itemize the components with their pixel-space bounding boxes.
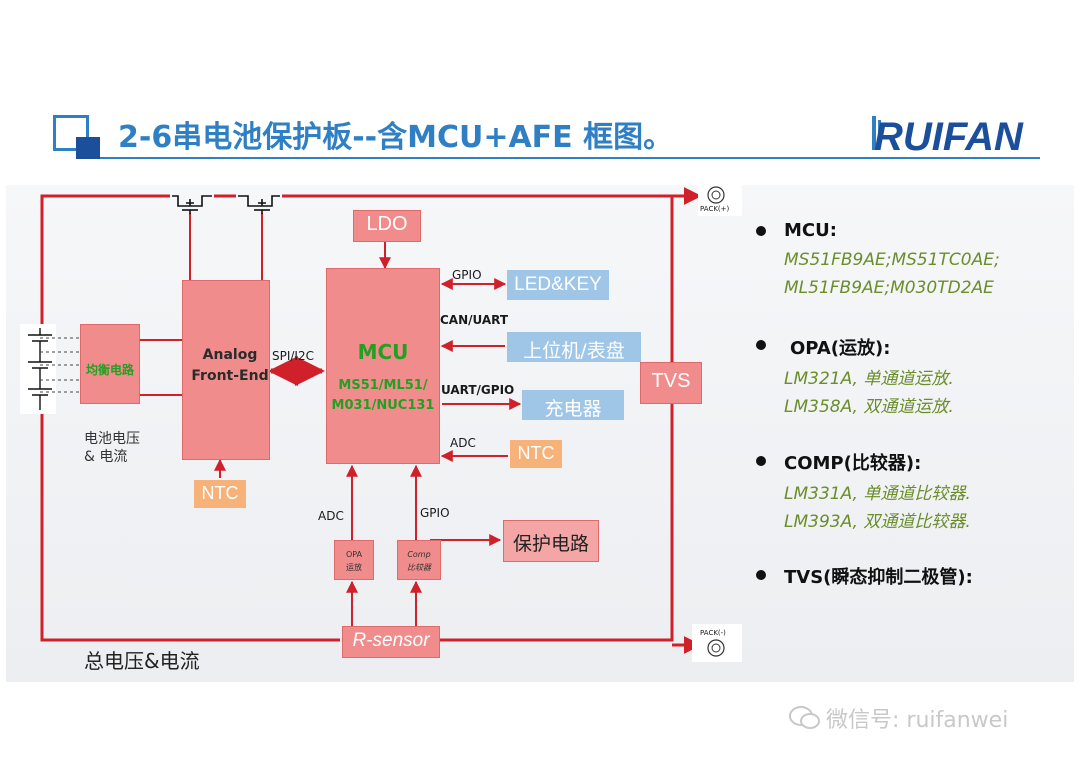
pack-neg-connector-icon xyxy=(692,624,742,662)
bullet-mcu-icon xyxy=(756,226,766,236)
rsensor-label: R-sensor xyxy=(352,630,430,651)
mosfet-2-icon xyxy=(238,195,280,214)
afe-label-line1: Analog xyxy=(202,347,258,363)
spec-opa-part-1: LM321A, 单通道运放. xyxy=(784,369,954,389)
pack-pos-label: PACK(+) xyxy=(700,205,730,213)
total-voltage-note: 总电压&电流 xyxy=(84,649,200,673)
tvs-label: TVS xyxy=(651,370,691,392)
led-key-label: LED&KEY xyxy=(514,274,602,295)
ntc-afe-box xyxy=(194,480,246,508)
opa-block xyxy=(334,540,374,580)
balance-circuit-label: 均衡电路 xyxy=(85,363,134,377)
wechat-watermark: 微信号: ruifanwei xyxy=(826,708,1009,733)
ruifan-logo: RUIFAN xyxy=(872,115,1024,156)
gpio-comp-label: GPIO xyxy=(420,506,450,520)
rsensor-block xyxy=(342,626,440,658)
can-uart-label: CAN/UART xyxy=(440,313,509,327)
host-box xyxy=(507,332,641,362)
cell-voltage-note-line1: 电池电压 xyxy=(84,431,140,447)
cell-voltage-note-line2: & 电流 xyxy=(84,449,128,465)
spec-comp-part-2: LM393A, 双通道比较器. xyxy=(784,512,971,532)
ntc-afe-label: NTC xyxy=(201,483,239,503)
spec-opa-part-2: LM358A, 双通道运放. xyxy=(784,397,954,417)
spec-opa-head: OPA(运放): xyxy=(790,338,891,359)
afe-label-line2: Front-End xyxy=(191,368,269,384)
battery-cells-icon xyxy=(20,324,56,414)
charger-box xyxy=(522,390,624,420)
led-key-box xyxy=(507,270,609,300)
charger-label: 充电器 xyxy=(544,398,602,420)
adc-ntc-label: ADC xyxy=(450,436,476,450)
mcu-models-line1: MS51/ML51/ xyxy=(338,378,428,393)
logo-text: RUIFAN xyxy=(874,115,1024,156)
tvs-block xyxy=(640,362,702,404)
adc-opa-label: ADC xyxy=(318,509,344,523)
mcu-models-line2: M031/NUC131 xyxy=(331,398,435,413)
spec-comp-head: COMP(比较器): xyxy=(784,453,922,474)
opa-label-line2: 运放 xyxy=(346,563,362,572)
mcu-block xyxy=(326,268,440,464)
spec-mcu-part-1: MS51FB9AE;MS51TC0AE; xyxy=(784,250,1000,270)
ntc-mcu-label: NTC xyxy=(517,443,555,463)
title-square-fill-icon xyxy=(76,137,100,159)
spec-tvs-head: TVS(瞬态抑制二极管): xyxy=(784,567,973,588)
bus-right xyxy=(440,196,674,642)
afe-block xyxy=(182,280,270,460)
comp-block xyxy=(397,540,441,580)
ldo-block xyxy=(353,210,421,242)
spec-mcu-part-2: ML51FB9AE;M030TD2AE xyxy=(784,278,994,298)
mosfet-1-icon xyxy=(172,195,212,214)
bullet-opa-icon xyxy=(756,340,766,350)
mcu-label: MCU xyxy=(357,340,409,364)
opa-label-line1: OPA xyxy=(345,550,363,559)
protect-circuit-box xyxy=(503,520,599,562)
protect-circuit-label: 保护电路 xyxy=(512,533,589,555)
wechat-icon xyxy=(789,706,820,729)
title-underline xyxy=(100,157,1040,159)
ldo-label: LDO xyxy=(366,213,408,235)
spec-mcu-head: MCU: xyxy=(784,220,837,241)
pack-pos-connector-icon xyxy=(698,184,742,216)
bullet-comp-icon xyxy=(756,456,766,466)
ntc-mcu-box xyxy=(510,440,562,468)
spec-comp-part-1: LM331A, 单通道比较器. xyxy=(784,484,971,504)
gpio-led-label: GPIO xyxy=(452,268,482,282)
pack-neg-label: PACK(-) xyxy=(700,629,726,637)
bus-left-bottom xyxy=(40,400,340,642)
bullet-tvs-icon xyxy=(756,570,766,580)
host-label: 上位机/表盘 xyxy=(523,340,625,362)
spi-i2c-label: SPI/I2C xyxy=(272,349,314,363)
comp-label-line1: Comp xyxy=(407,550,431,559)
comp-label-line2: 比较器 xyxy=(407,563,431,572)
balance-circuit-block xyxy=(80,324,140,404)
page-title: 2-6串电池保护板--含MCU+AFE 框图。 xyxy=(118,120,674,155)
uart-gpio-label: UART/GPIO xyxy=(441,383,515,397)
